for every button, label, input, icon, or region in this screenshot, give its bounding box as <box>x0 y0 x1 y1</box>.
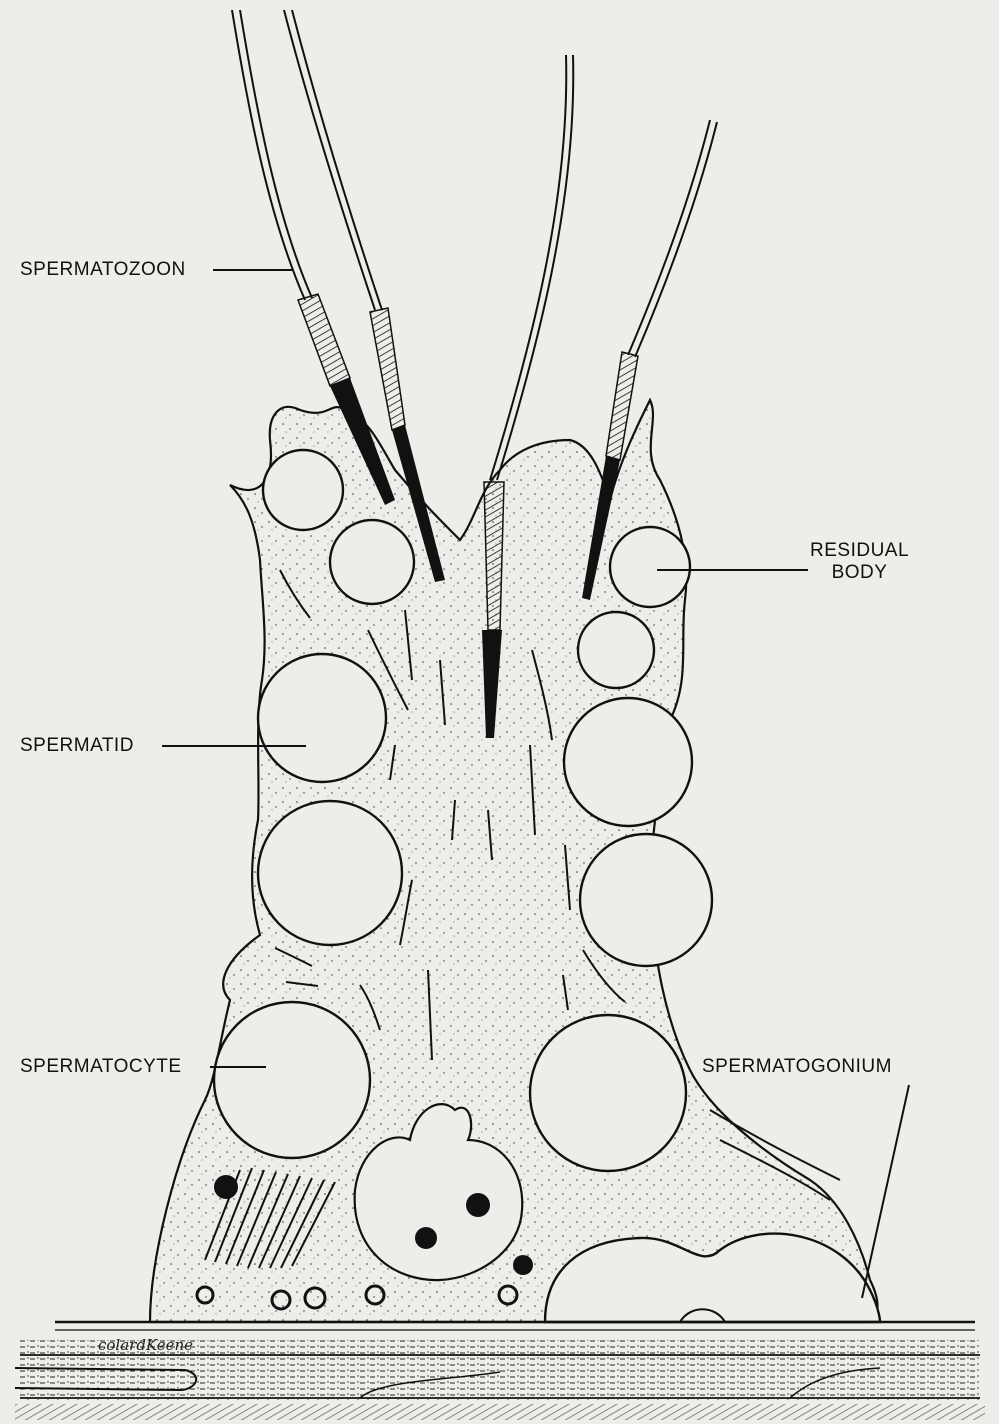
label-residual-line2: BODY <box>810 562 909 584</box>
artist-signature: colardKeene <box>98 1336 193 1354</box>
label-spermatid: SPERMATID <box>18 735 136 757</box>
label-spermatocyte: SPERMATOCYTE <box>18 1056 184 1078</box>
label-residual-line1: RESIDUAL <box>810 540 909 562</box>
label-residual-body: RESIDUAL BODY <box>808 540 911 584</box>
label-spermatogonium: SPERMATOGONIUM <box>700 1056 894 1078</box>
label-spermatozoon: SPERMATOZOON <box>18 259 188 281</box>
